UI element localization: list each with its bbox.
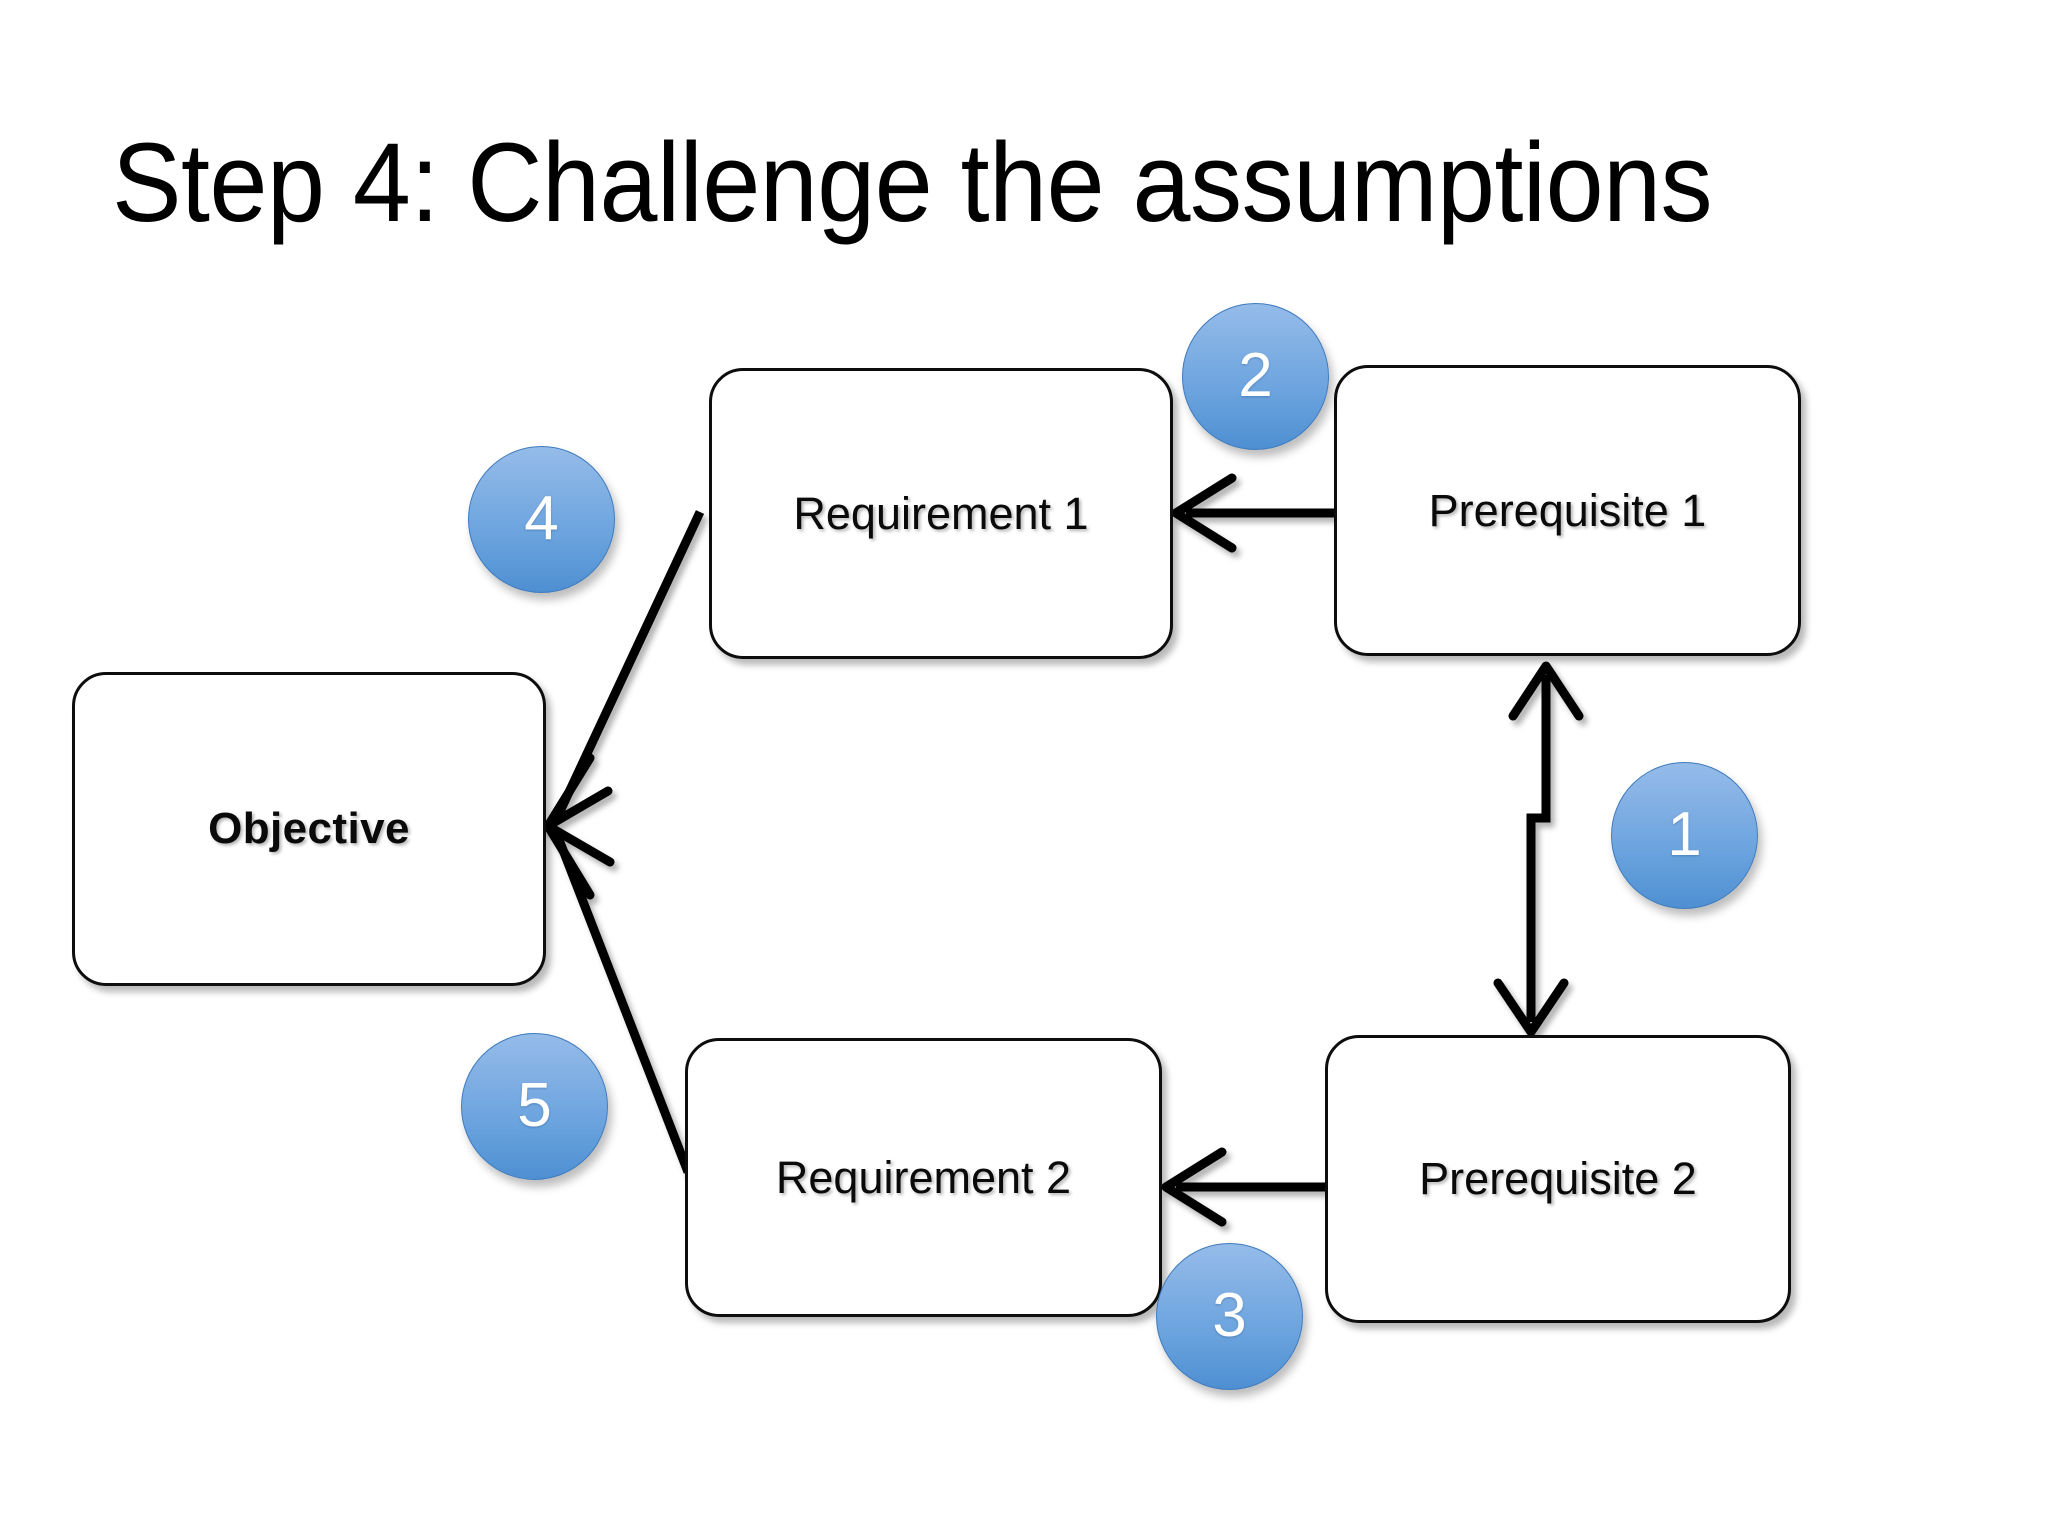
node-prerequisite-1-label: Prerequisite 1 (1428, 484, 1707, 536)
step-badge-3-number: 3 (1212, 1280, 1247, 1350)
step-badge-2[interactable]: 2 (1182, 303, 1329, 450)
node-objective-label: Objective (208, 804, 410, 853)
edge-prerequisite-1-to-requirement-1 (1171, 473, 1334, 553)
node-requirement-2-label: Requirement 2 (775, 1151, 1072, 1203)
node-prerequisite-2-label: Prerequisite 2 (1419, 1153, 1697, 1204)
edge-prerequisite-2-to-prerequisite-1 (1493, 661, 1584, 1037)
edge-prerequisite-2-to-requirement-2 (1161, 1147, 1325, 1227)
step-badge-4-number: 4 (524, 483, 559, 553)
step-badge-2-number: 2 (1238, 340, 1273, 410)
step-badge-4[interactable]: 4 (468, 446, 615, 593)
node-objective[interactable]: Objective (72, 672, 546, 986)
node-prerequisite-1[interactable]: Prerequisite 1 (1334, 365, 1801, 656)
step-badge-1-number: 1 (1667, 799, 1702, 869)
node-requirement-1[interactable]: Requirement 1 (709, 368, 1173, 659)
step-badge-3[interactable]: 3 (1156, 1243, 1303, 1390)
node-requirement-1-label: Requirement 1 (793, 487, 1089, 539)
step-badge-1[interactable]: 1 (1611, 762, 1758, 909)
node-requirement-2[interactable]: Requirement 2 (685, 1038, 1162, 1317)
step-badge-5-number: 5 (517, 1070, 552, 1140)
page-title: Step 4: Challenge the assumptions (112, 120, 1713, 245)
step-badge-5[interactable]: 5 (461, 1033, 608, 1180)
node-prerequisite-2[interactable]: Prerequisite 2 (1325, 1035, 1791, 1323)
